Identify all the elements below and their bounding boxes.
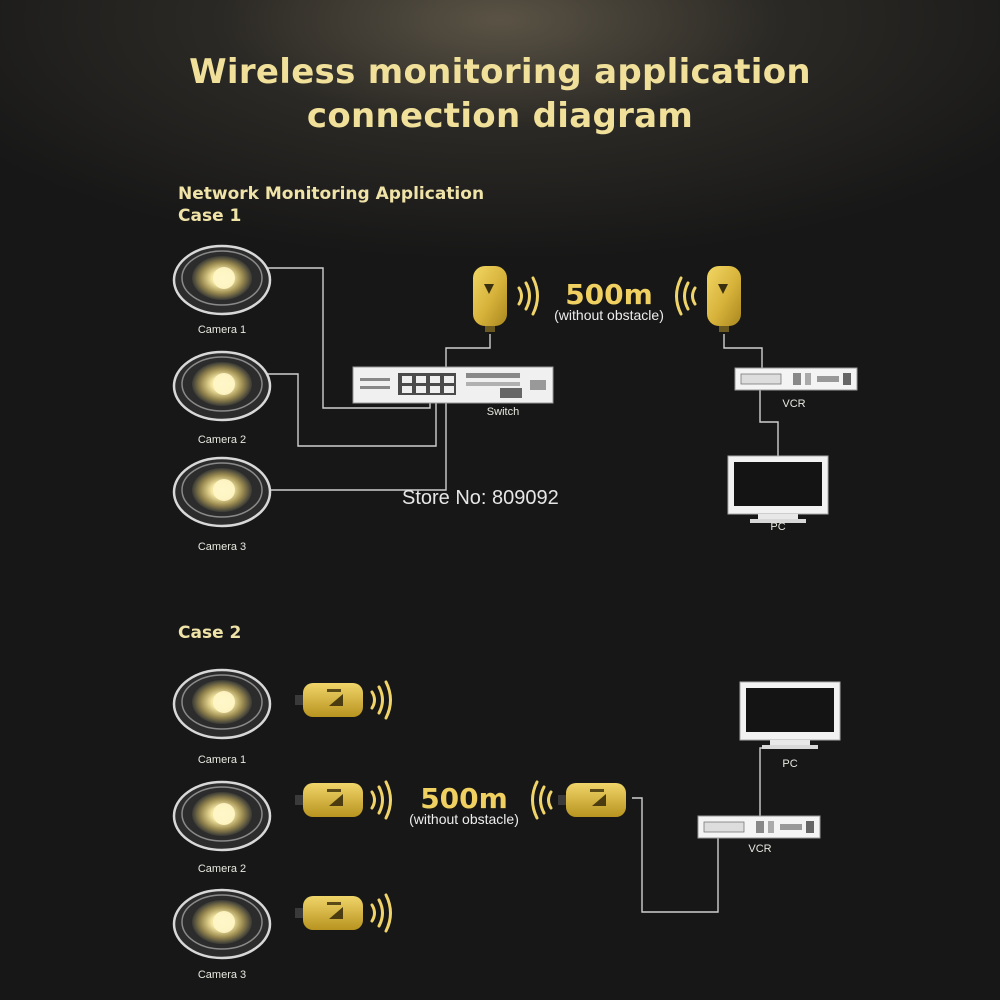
case2-camera-1-icon [172,668,272,740]
case1-camera-1-label: Camera 1 [197,324,247,336]
network-switch-icon [352,366,554,404]
switch-label: Switch [486,406,520,418]
case2-transmitter-1-icon [295,683,363,717]
case1-camera-3-label: Camera 3 [197,541,247,553]
case2-signal-waves-3-icon [370,893,392,933]
case2-pc-monitor-icon [739,681,841,750]
case1-pc-monitor-icon [727,455,829,524]
title-line-2: connection diagram [306,96,694,136]
case1-antenna-right-icon [707,266,741,332]
case2-heading: Case 2 [178,623,242,643]
case2-camera-1-label: Camera 1 [197,754,247,766]
case1-distance-note: (without obstacle) [554,307,664,323]
title-line-1: Wireless monitoring application [189,52,811,92]
case2-camera-2-label: Camera 2 [197,863,247,875]
case2-pc-label: PC [782,758,798,770]
case1-subheading: Case 1 [178,206,242,226]
case2-vcr-label: VCR [748,843,772,855]
case2-receiver-icon [558,783,626,817]
case1-pc-label: PC [770,521,786,533]
case2-transmitter-2-icon [295,783,363,817]
case2-camera-2-icon [172,780,272,852]
case1-camera-2-label: Camera 2 [197,434,247,446]
case1-antenna-left-icon [473,266,507,332]
case1-camera-2-icon [172,350,272,422]
case2-distance: 500m [420,782,508,815]
case2-transmitter-3-icon [295,896,363,930]
case2-signal-waves-2-icon [370,780,392,820]
case2-signal-waves-1-icon [370,680,392,720]
case1-signal-waves-right-icon [517,276,539,316]
case2-vcr-icon [697,815,821,839]
case1-vcr-label: VCR [782,398,806,410]
case1-camera-1-icon [172,244,272,316]
case1-heading: Network Monitoring Application [178,184,485,204]
case1-camera-3-icon [172,456,272,528]
case2-camera-3-icon [172,888,272,960]
case1-vcr-icon [734,367,858,391]
case2-distance-note: (without obstacle) [409,811,519,827]
case1-distance: 500m [565,278,653,311]
case1-signal-waves-left-icon [675,276,697,316]
case2-receiver-waves-icon [531,780,553,820]
store-watermark: Store No: 809092 [402,487,559,509]
case2-camera-3-label: Camera 3 [197,969,247,981]
